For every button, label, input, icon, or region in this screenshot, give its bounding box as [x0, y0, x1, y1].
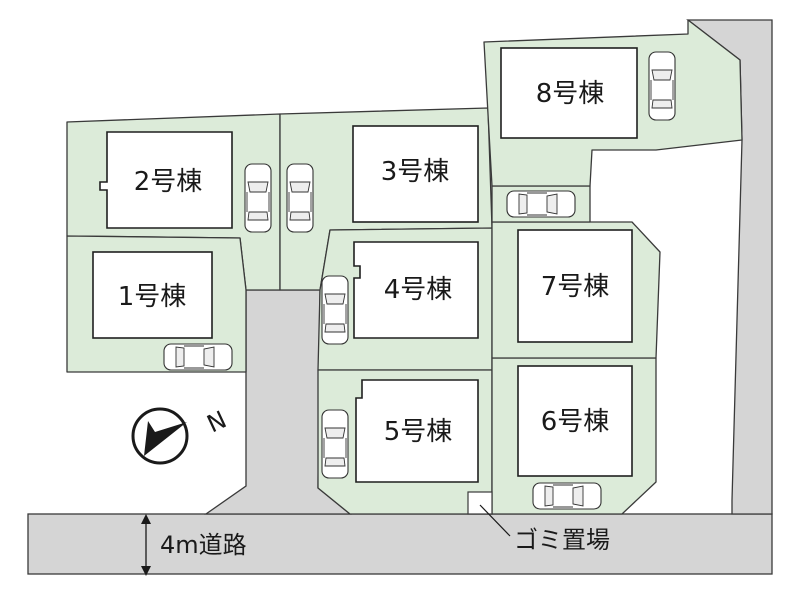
building-label-6: 6号棟 — [541, 407, 610, 437]
building-2 — [99, 131, 233, 229]
trash-area-box — [467, 491, 493, 515]
roads — [27, 19, 773, 575]
parking-cars-horizontal — [163, 190, 602, 510]
building-8 — [500, 47, 638, 139]
car-icon — [244, 163, 272, 233]
building-3 — [352, 125, 479, 223]
building-1 — [92, 251, 213, 339]
building-label-2: 2号棟 — [134, 167, 203, 197]
building-7 — [517, 229, 633, 343]
building-labels: 1号棟 2号棟 3号棟 4号棟 5号棟 6号棟 7号棟 8号棟 — [118, 79, 610, 447]
car-icon — [286, 163, 314, 233]
north-label: N — [203, 405, 231, 438]
road-width-dimension — [141, 514, 151, 576]
building-label-7: 7号棟 — [541, 272, 610, 302]
car-icon — [321, 275, 349, 345]
trash-area-leader-line — [479, 504, 511, 537]
car-icon — [506, 190, 576, 218]
building-label-1: 1号棟 — [118, 282, 187, 312]
building-label-3: 3号棟 — [381, 157, 450, 187]
building-5 — [355, 379, 479, 483]
north-arrow-icon — [131, 407, 189, 465]
car-icon — [532, 482, 602, 510]
building-6 — [517, 365, 633, 477]
front-road — [27, 513, 773, 575]
buildings — [92, 47, 638, 483]
building-label-4: 4号棟 — [384, 275, 453, 305]
car-icon — [648, 51, 676, 121]
building-label-8: 8号棟 — [536, 79, 605, 109]
car-icon — [321, 409, 349, 479]
building-label-5: 5号棟 — [384, 417, 453, 447]
trash-area-label: ゴミ置場 — [514, 526, 610, 554]
building-4 — [353, 241, 479, 339]
car-icon — [163, 343, 233, 371]
road-width-label: 4m道路 — [160, 531, 247, 559]
parking-cars — [244, 51, 676, 479]
